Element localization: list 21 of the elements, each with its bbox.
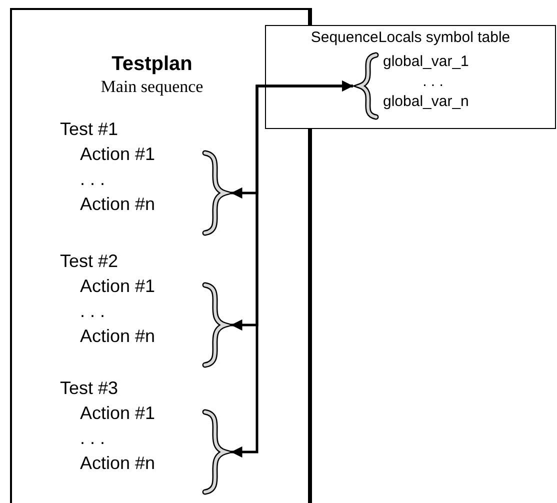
action-text: Action #n <box>80 325 156 347</box>
test-heading: Test #3 <box>60 377 118 399</box>
action-text: Action #n <box>80 452 156 474</box>
variable-name: . . . <box>422 73 444 91</box>
test-heading: Test #1 <box>60 118 118 140</box>
action-text: Action #1 <box>80 275 156 297</box>
page-frame <box>10 8 312 503</box>
variable-name: global_var_n <box>383 93 469 111</box>
connector-arrow <box>231 80 353 458</box>
action-text: . . . <box>80 427 106 449</box>
test-heading: Test #2 <box>60 250 118 272</box>
subtitle: Main sequence <box>100 77 204 97</box>
action-text: Action #1 <box>80 143 156 165</box>
action-text: Action #n <box>80 193 156 215</box>
table-heading: SequenceLocals symbol table <box>310 29 512 46</box>
action-text: Action #1 <box>80 402 156 424</box>
title: Testplan <box>110 53 194 76</box>
symbol-table-box <box>265 25 556 129</box>
variable-name: global_var_1 <box>383 53 469 71</box>
action-text: . . . <box>80 300 106 322</box>
action-text: . . . <box>80 168 106 190</box>
